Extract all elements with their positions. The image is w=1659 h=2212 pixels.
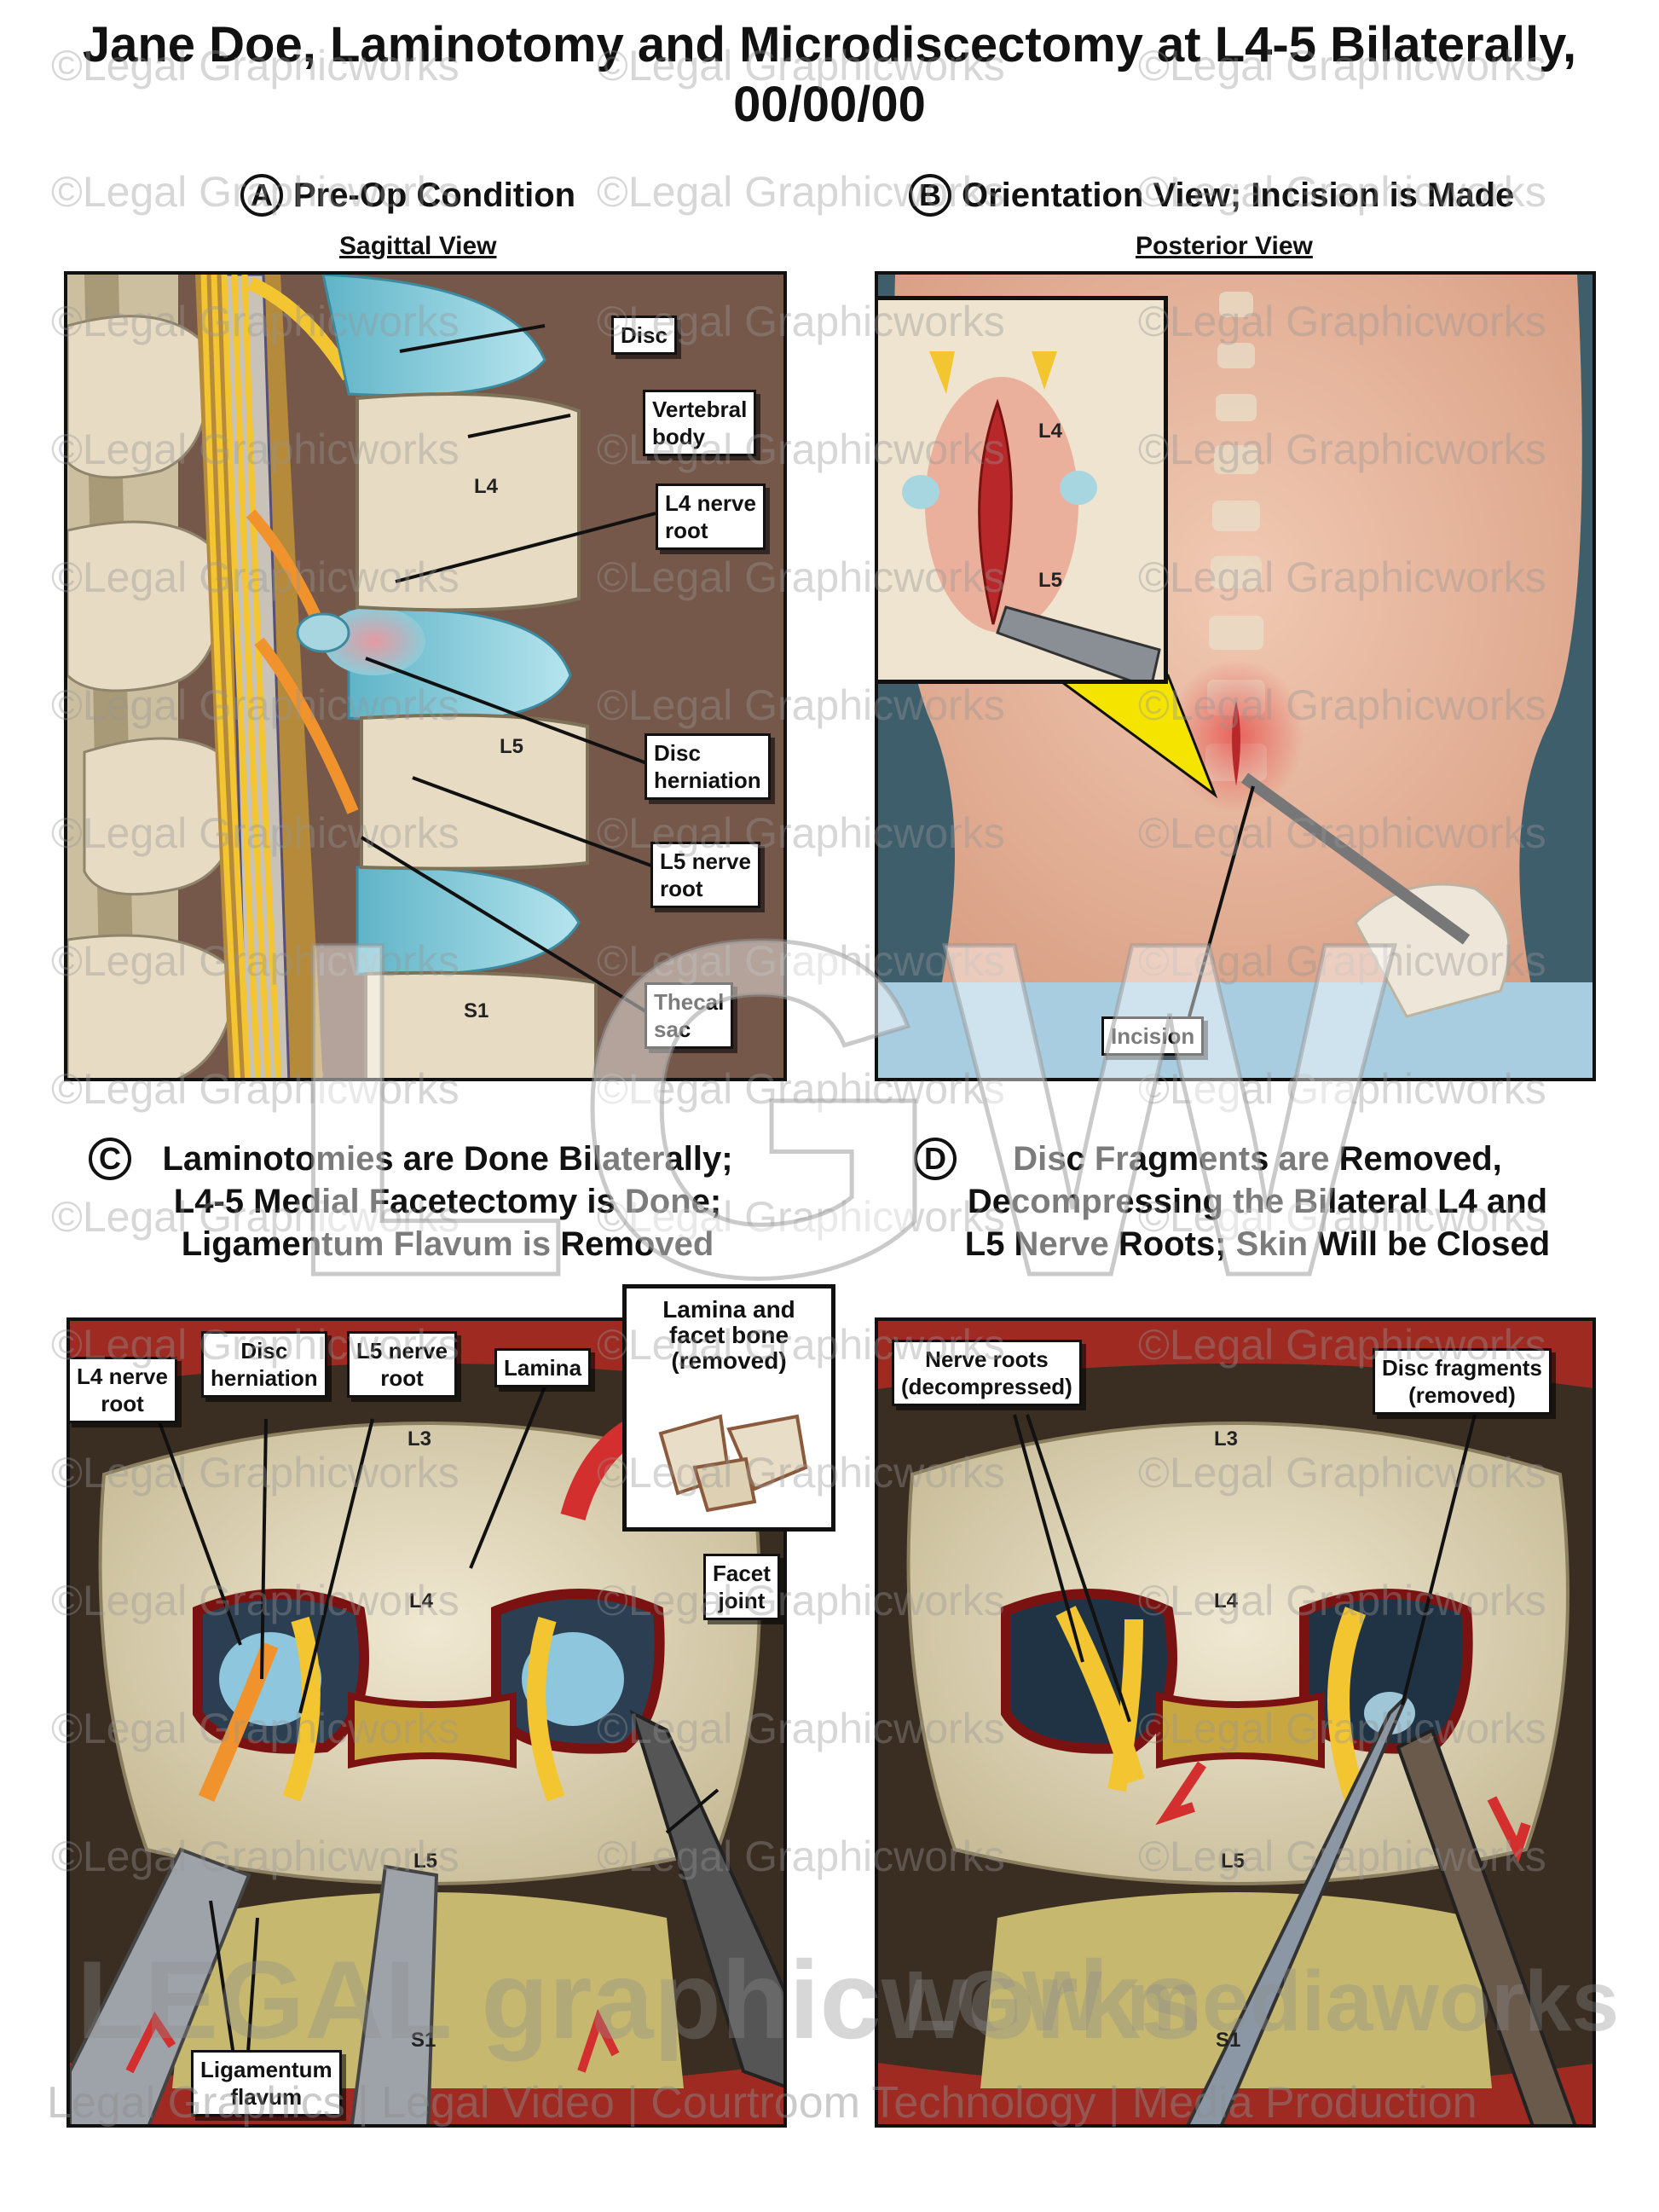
inset-caption-line-2: facet bone bbox=[668, 1322, 789, 1348]
callout-ligamentum-flavum-line-1: Ligamentum bbox=[200, 2057, 332, 2082]
panel-b-letter: B bbox=[909, 174, 951, 217]
callout-facet-joint: Facet joint bbox=[703, 1554, 780, 1620]
callout-lamina: Lamina bbox=[494, 1348, 592, 1387]
callout-nerve-roots-line-1: Nerve roots bbox=[925, 1346, 1049, 1372]
inset-label-l4: L4 bbox=[1038, 420, 1063, 443]
panel-d-decompression-view: L3 L4 L5 S1 Nerve roots (decompressed) D… bbox=[875, 1317, 1596, 2128]
callout-facet-joint-line-2: joint bbox=[718, 1588, 766, 1613]
panel-d-heading-line-1: Disc Fragments are Removed, bbox=[1013, 1140, 1502, 1178]
panel-d-heading-line-3: L5 Nerve Roots; Skin Will be Closed bbox=[964, 1225, 1551, 1263]
inset-caption-line-1: Lamina and bbox=[662, 1296, 795, 1323]
sagittal-spine-illustration bbox=[67, 275, 656, 1078]
callout-l5-nerve-root: L5 nerve root bbox=[347, 1331, 457, 1398]
callout-disc-herniation: Disc herniation bbox=[201, 1331, 327, 1398]
callout-thecal-sac-line-2: sac bbox=[654, 1016, 691, 1042]
panel-a-subheading: Sagittal View bbox=[339, 232, 497, 260]
panel-c-heading-line-2: L4-5 Medial Facetectomy is Done; bbox=[173, 1183, 722, 1220]
callout-l5-nerve-root-line-1: L5 nerve bbox=[356, 1338, 448, 1364]
callout-incision: Incision bbox=[1101, 1016, 1205, 1056]
inset-removed-bone: Lamina and facet bone (removed) bbox=[622, 1284, 835, 1532]
callout-l5-nerve-root-line-1: L5 nerve bbox=[660, 848, 751, 874]
callout-disc-fragments-line-1: Disc fragments bbox=[1382, 1355, 1542, 1381]
callout-nerve-roots: Nerve roots (decompressed) bbox=[892, 1340, 1082, 1406]
callout-l4-nerve-root-line-1: L4 nerve bbox=[665, 490, 756, 516]
vertebra-label-s1: S1 bbox=[411, 2029, 436, 2052]
callout-disc-herniation-line-1: Disc bbox=[240, 1338, 288, 1364]
page-title: Jane Doe, Laminotomy and Microdiscectomy… bbox=[0, 15, 1659, 135]
inset-incision-closeup: L4 L5 bbox=[878, 296, 1168, 684]
vertebra-label-l5: L5 bbox=[500, 735, 524, 758]
vertebra-label-l4: L4 bbox=[1214, 1590, 1239, 1613]
vertebra-label-l4: L4 bbox=[474, 475, 499, 498]
callout-nerve-roots-line-2: (decompressed) bbox=[901, 1374, 1072, 1399]
callout-ligamentum-flavum-line-2: flavum bbox=[230, 2084, 303, 2110]
callout-l4-nerve-root: L4 nerve root bbox=[70, 1357, 177, 1423]
watermark-footer: Legal Graphics | Legal Video | Courtroom… bbox=[47, 2078, 1477, 2128]
panel-a-heading: A Pre-Op Condition bbox=[240, 174, 575, 217]
vertebra-label-l3: L3 bbox=[408, 1427, 432, 1451]
callout-l4-nerve-root: L4 nerve root bbox=[656, 484, 766, 550]
inset-removed-bone-caption: Lamina and facet bone (removed) bbox=[627, 1297, 831, 1374]
callout-vertebral-body-line-2: body bbox=[652, 424, 706, 449]
panel-a-sagittal-view: L4 L5 S1 Disc Vertebral body L4 nerve ro… bbox=[64, 271, 787, 1081]
callout-l4-nerve-root-line-1: L4 nerve bbox=[77, 1364, 168, 1389]
panel-c-heading-line-3: Ligamentum Flavum is Removed bbox=[181, 1225, 714, 1263]
callout-vertebral-body: Vertebral body bbox=[643, 390, 757, 456]
panel-b-heading: B Orientation View; Incision is Made bbox=[909, 174, 1514, 217]
panel-c-heading-line-1: Laminotomies are Done Bilaterally; bbox=[162, 1140, 733, 1178]
panel-b-title: Orientation View; Incision is Made bbox=[962, 176, 1515, 214]
vertebra-label-l3: L3 bbox=[1214, 1427, 1239, 1451]
watermark-logo: LGW bbox=[279, 842, 1396, 1375]
inset-label-l5: L5 bbox=[1038, 569, 1063, 592]
vertebra-label-s1: S1 bbox=[464, 999, 489, 1022]
callout-l4-nerve-root-line-2: root bbox=[665, 518, 708, 543]
callout-l5-nerve-root-line-2: root bbox=[380, 1365, 424, 1391]
panel-a-letter: A bbox=[240, 174, 283, 217]
panel-d-heading: D Disc Fragments are Removed, Decompress… bbox=[895, 1138, 1620, 1265]
watermark-brand-left: LEGAL graphicworks bbox=[77, 1937, 1202, 2062]
callout-vertebral-body-line-1: Vertebral bbox=[652, 397, 748, 422]
panel-c-letter: C bbox=[89, 1138, 131, 1180]
callout-l4-nerve-root-line-2: root bbox=[101, 1391, 144, 1416]
callout-disc-herniation-line-1: Disc bbox=[654, 740, 701, 766]
inset-caption-line-3: (removed) bbox=[671, 1347, 787, 1374]
callout-disc-fragments-line-2: (removed) bbox=[1408, 1382, 1516, 1408]
callout-disc-fragments: Disc fragments (removed) bbox=[1373, 1348, 1552, 1415]
panel-a-title: Pre-Op Condition bbox=[293, 176, 576, 214]
callout-thecal-sac-line-1: Thecal bbox=[654, 989, 725, 1015]
panel-d-heading-line-2: Decompressing the Bilateral L4 and bbox=[967, 1183, 1548, 1220]
callout-l5-nerve-root: L5 nerve root bbox=[650, 842, 760, 908]
callout-facet-joint-line-1: Facet bbox=[713, 1561, 771, 1586]
laminotomy-illustration bbox=[70, 1321, 783, 2124]
callout-thecal-sac: Thecal sac bbox=[645, 982, 734, 1049]
callout-disc: Disc bbox=[611, 316, 677, 355]
panel-b-posterior-view: L4 L5 Incision bbox=[875, 271, 1596, 1081]
decompression-illustration bbox=[878, 1321, 1593, 2124]
vertebra-label-l5: L5 bbox=[1221, 1850, 1246, 1873]
callout-ligamentum-flavum: Ligamentum flavum bbox=[191, 2050, 342, 2116]
title-line-2: 00/00/00 bbox=[733, 77, 926, 132]
inset-incision-illustration bbox=[878, 300, 1164, 680]
panel-d-letter: D bbox=[914, 1138, 957, 1180]
watermark-brand-right: LGW mediaworks bbox=[904, 1954, 1620, 2049]
removed-bone-fragments-illustration bbox=[658, 1414, 808, 1513]
vertebra-label-l4: L4 bbox=[409, 1590, 434, 1613]
callout-l5-nerve-root-line-2: root bbox=[660, 876, 703, 901]
panel-c-laminotomy-view: L3 L4 L5 S1 L4 nerve root Disc herniatio… bbox=[66, 1317, 787, 2128]
callout-disc-herniation-line-2: herniation bbox=[654, 767, 761, 793]
panel-c-heading: C Laminotomies are Done Bilaterally; L4-… bbox=[85, 1138, 810, 1265]
title-line-1: Jane Doe, Laminotomy and Microdiscectomy… bbox=[82, 17, 1577, 72]
callout-disc-herniation-line-2: herniation bbox=[211, 1365, 318, 1391]
vertebra-label-l5: L5 bbox=[413, 1850, 438, 1873]
panel-b-subheading: Posterior View bbox=[1136, 232, 1313, 260]
vertebra-label-s1: S1 bbox=[1216, 2029, 1241, 2052]
callout-disc-herniation: Disc herniation bbox=[645, 733, 771, 800]
